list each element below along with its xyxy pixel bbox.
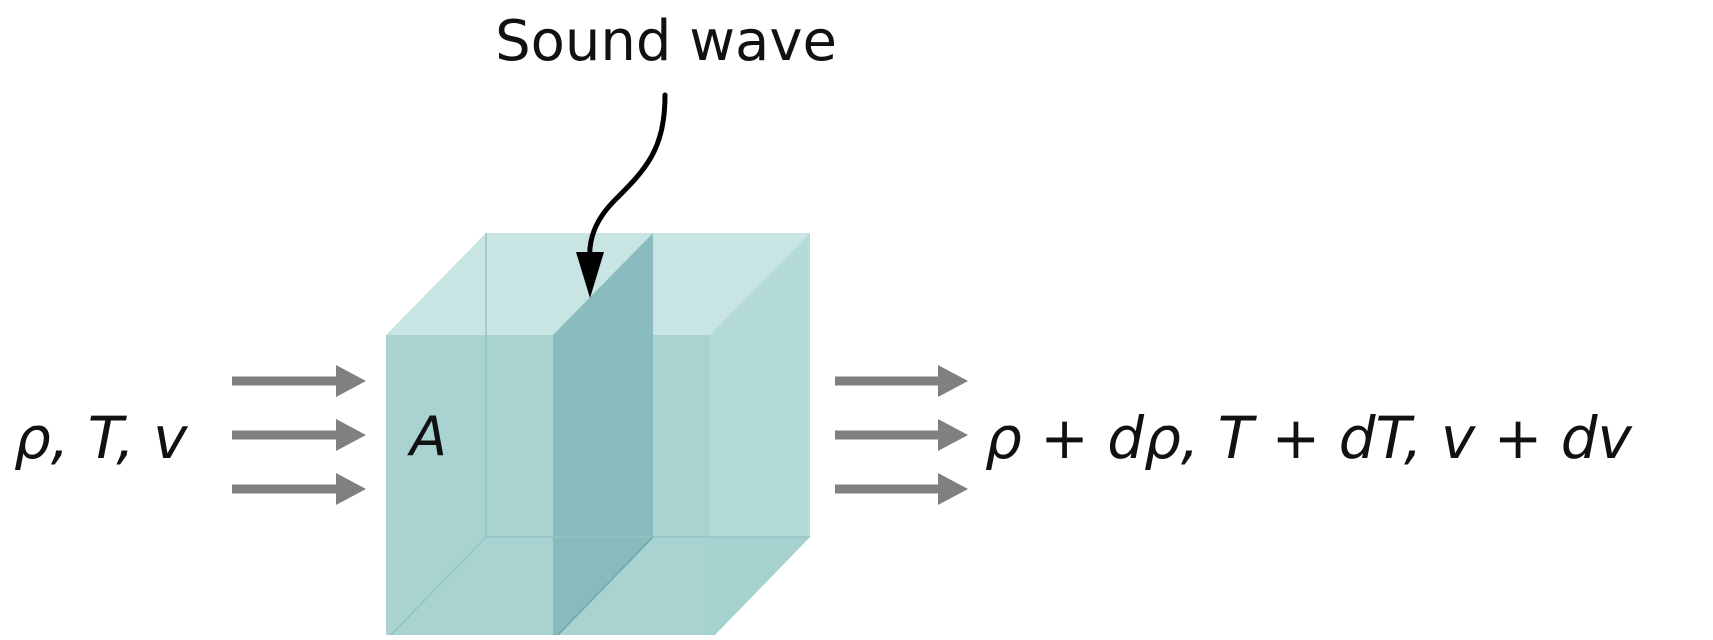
- wave-pointer-arrow: [576, 92, 668, 298]
- sound-wave-front-strip: [553, 335, 653, 640]
- outflow-state-label: ρ + dρ, T + dT, v + dv: [985, 404, 1634, 472]
- outflow-arrows: [835, 365, 968, 505]
- sound-wave-label: Sound wave: [495, 9, 837, 74]
- inflow-arrow-top: [232, 365, 366, 397]
- area-label: A: [407, 405, 447, 468]
- fluid-box: [385, 233, 810, 640]
- inflow-arrow-bottom: [232, 473, 366, 505]
- outflow-arrow-bottom: [835, 473, 968, 505]
- wave-plane-bottom-edge: [552, 536, 654, 640]
- inflow-state-label: ρ, T, v: [14, 404, 189, 472]
- inflow-arrow-middle: [232, 419, 366, 451]
- box-hidden-edge-diagonal: [385, 536, 487, 640]
- outflow-arrow-top: [835, 365, 968, 397]
- box-top-face: [386, 233, 810, 335]
- outflow-arrow-middle: [835, 419, 968, 451]
- inflow-arrows: [232, 365, 366, 505]
